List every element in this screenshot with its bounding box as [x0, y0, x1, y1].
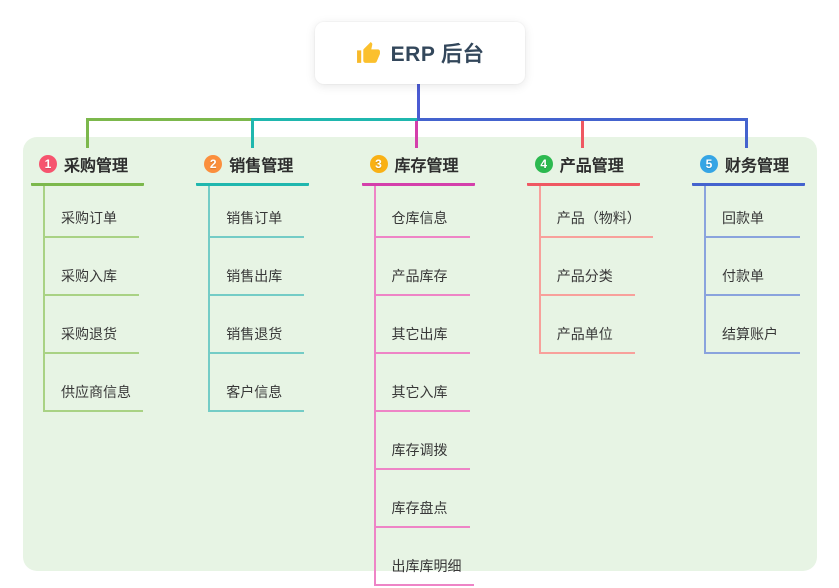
subtopic[interactable]: 采购退货: [45, 296, 139, 354]
branch-title[interactable]: 4 产品管理: [526, 146, 640, 186]
branch-title[interactable]: 2 销售管理: [196, 146, 310, 186]
subtopic[interactable]: 回款单: [706, 186, 800, 238]
branch-number-badge: 4: [534, 155, 553, 173]
branch-node: 5 财务管理 回款单付款单结算账户: [692, 146, 806, 354]
branch-title-label: 库存管理: [394, 158, 459, 175]
subtopic[interactable]: 产品单位: [540, 296, 635, 354]
subtopic[interactable]: 产品（物料）: [540, 186, 653, 238]
branch-node: 4 产品管理 产品（物料）产品分类产品单位: [526, 146, 653, 354]
subtopic[interactable]: 出库库明细: [375, 528, 474, 586]
branch-number-badge: 1: [39, 155, 57, 173]
root-label: ERP 后台: [390, 43, 485, 66]
branch-title-label: 产品管理: [559, 158, 624, 175]
subtopic[interactable]: 销售退货: [210, 296, 305, 354]
branch-title[interactable]: 1 采购管理: [31, 146, 144, 186]
branch-title-label: 销售管理: [229, 158, 294, 175]
branch-number-badge: 3: [369, 155, 388, 173]
subtopic[interactable]: 库存调拨: [375, 412, 470, 470]
subtopic[interactable]: 客户信息: [210, 354, 305, 412]
subtopic[interactable]: 销售出库: [210, 238, 305, 296]
subtopic[interactable]: 其它出库: [375, 296, 470, 354]
branch-children: 回款单付款单结算账户: [704, 186, 806, 354]
branch-title-label: 采购管理: [64, 158, 129, 175]
branch-title[interactable]: 5 财务管理: [692, 146, 805, 186]
subtopic[interactable]: 产品分类: [540, 238, 635, 296]
branch-title-label: 财务管理: [725, 158, 790, 175]
subtopic[interactable]: 产品库存: [375, 238, 470, 296]
root-node[interactable]: ERP 后台: [315, 22, 525, 84]
branch-children: 销售订单销售出库销售退货客户信息: [208, 186, 310, 412]
branch-node: 1 采购管理 采购订单采购入库采购退货供应商信息: [31, 146, 145, 412]
subtopic[interactable]: 采购订单: [45, 186, 139, 238]
thumbs-up-icon: [356, 41, 381, 66]
branch-title[interactable]: 3 库存管理: [361, 146, 475, 186]
branch-children: 仓库信息产品库存其它出库其它入库库存调拨库存盘点出库库明细: [373, 186, 476, 586]
subtopic[interactable]: 其它入库: [375, 354, 470, 412]
branch-node: 3 库存管理 仓库信息产品库存其它出库其它入库库存调拨库存盘点出库库明细: [361, 146, 476, 586]
branch-children: 产品（物料）产品分类产品单位: [538, 186, 653, 354]
branch-number-badge: 2: [204, 155, 223, 173]
subtopic[interactable]: 库存盘点: [375, 470, 470, 528]
subtopic[interactable]: 付款单: [706, 238, 800, 296]
branch-node: 2 销售管理 销售订单销售出库销售退货客户信息: [196, 146, 310, 412]
branch-children: 采购订单采购入库采购退货供应商信息: [43, 186, 145, 412]
branch-number-badge: 5: [700, 155, 718, 173]
subtopic[interactable]: 结算账户: [706, 296, 800, 354]
subtopic[interactable]: 采购入库: [45, 238, 139, 296]
subtopic[interactable]: 供应商信息: [45, 354, 143, 412]
branches-panel: [23, 137, 817, 571]
subtopic[interactable]: 销售订单: [210, 186, 305, 238]
subtopic[interactable]: 仓库信息: [375, 186, 470, 238]
